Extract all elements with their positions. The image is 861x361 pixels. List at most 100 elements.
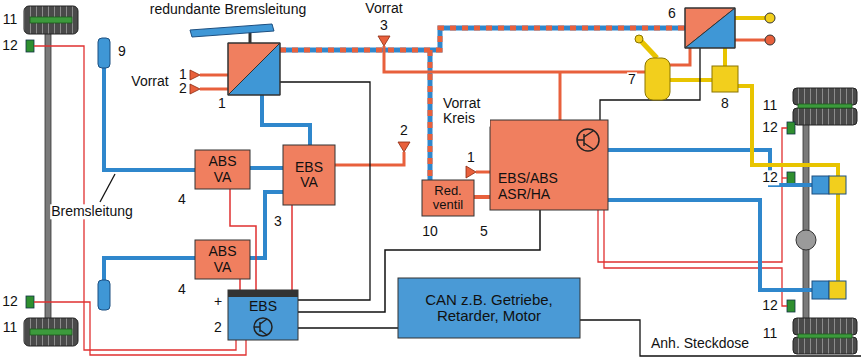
- valve-box: EBS VA: [283, 145, 335, 205]
- redundant-brake-line: [280, 28, 685, 180]
- supply-line: [200, 74, 228, 77]
- brake-valve: [228, 43, 280, 95]
- trailer-control-valve: [765, 13, 775, 23]
- parking-brake-line: [735, 16, 765, 20]
- signal-line: [580, 320, 861, 356]
- brake-valve: [228, 43, 280, 95]
- brake-lining: [30, 17, 72, 23]
- callout-number: 12: [761, 120, 779, 135]
- coupling-line: [735, 39, 765, 42]
- callout-number: 11: [2, 12, 19, 27]
- tire: [793, 318, 857, 335]
- box-text: ABS VA: [203, 154, 243, 185]
- transistor-symbol: [584, 131, 593, 137]
- tire: [24, 6, 78, 34]
- axle: [803, 100, 809, 340]
- brake-chamber: [98, 280, 110, 310]
- box-fill: [195, 150, 250, 189]
- signal-line: [100, 48, 861, 356]
- brake-pedal: [190, 24, 274, 37]
- brake-line: [608, 200, 812, 290]
- brake-line: [250, 192, 283, 258]
- box-fill: [398, 278, 580, 338]
- tire: [793, 337, 857, 354]
- hand-brake-valve: [635, 35, 738, 100]
- brake-lining: [30, 329, 72, 335]
- supply-line: [474, 195, 490, 199]
- callout-number: 11: [762, 98, 779, 113]
- axle: [45, 20, 51, 335]
- brake-pedal: [190, 24, 274, 43]
- wheel-sensor: [787, 300, 795, 312]
- transistor-symbol: [260, 330, 267, 335]
- signal-wire: [239, 279, 241, 290]
- supply-line: [200, 88, 228, 91]
- brake-chamber: [812, 281, 829, 299]
- box-fill: [422, 180, 474, 216]
- redundant-brake-line: [428, 50, 433, 180]
- box-fill: [195, 240, 250, 279]
- wheel-sensor: [26, 40, 795, 312]
- hand-brake-valve: [635, 35, 643, 43]
- box-fill: [283, 145, 335, 205]
- wheel-sensor: [787, 122, 795, 134]
- hand-brake-valve: [641, 41, 657, 58]
- brake-lining: [30, 17, 852, 338]
- callout-number: 1: [466, 150, 476, 165]
- label-text: Vorrat: [364, 1, 403, 16]
- brake-chamber: [812, 176, 829, 194]
- supply-triangle: [398, 142, 410, 152]
- callout-number: 12: [1, 294, 19, 309]
- callout-number: 12: [1, 38, 19, 53]
- wheel-sensor: [26, 40, 34, 52]
- battery-cap: [228, 290, 298, 297]
- transistor-symbol: [260, 319, 267, 324]
- wheel-sensor: [26, 296, 34, 308]
- supply-line: [559, 72, 562, 120]
- tire: [793, 108, 857, 125]
- brake-line: [608, 150, 812, 185]
- brake-lining: [798, 334, 852, 338]
- bus-box: CAN z.B. Getriebe, Retarder, Motor: [398, 278, 580, 338]
- transistor-symbol: [254, 326, 260, 328]
- redundant-brake-line: [280, 28, 685, 50]
- control-unit: EBS: [228, 290, 298, 340]
- trailer-control-valve: [685, 8, 775, 48]
- callout-number: 11: [762, 326, 779, 341]
- brake-lining: [798, 104, 852, 108]
- brake-line: [262, 95, 310, 145]
- brake-chamber: [98, 38, 110, 68]
- callout-number: 10: [421, 224, 439, 239]
- supply-triangle: [378, 36, 390, 46]
- parking-brake-line: [670, 18, 838, 281]
- callout-number: 2: [213, 320, 223, 335]
- brake-valve: [228, 43, 280, 95]
- axle: [45, 20, 816, 340]
- trailer-control-valve: [685, 8, 735, 48]
- supply-line: [670, 48, 690, 65]
- box-text: EBS VA: [289, 160, 329, 191]
- parking-brake-line: [836, 194, 840, 281]
- brake-line: [104, 258, 195, 280]
- label-text: Bremsleitung: [50, 204, 134, 219]
- coupling-line: [735, 39, 765, 42]
- parking-brake-line: [723, 48, 727, 66]
- signal-line: [600, 48, 700, 120]
- tire: [24, 318, 78, 346]
- brake-line: [104, 68, 812, 290]
- axle: [796, 230, 816, 250]
- supply-triangle: [466, 166, 476, 178]
- wheel-sensor: [787, 172, 795, 184]
- box-text: CAN z.B. Getriebe, Retarder, Motor: [414, 292, 564, 325]
- brake-line: [104, 68, 195, 170]
- box-fill: [490, 120, 608, 210]
- brake-chamber: [829, 281, 846, 299]
- brake-valve: [228, 43, 280, 95]
- label-text: Vorrat Kreis: [442, 96, 490, 127]
- supply-triangle: [190, 70, 200, 80]
- brake-chamber: [98, 38, 846, 310]
- redundant-brake-line: [428, 50, 433, 180]
- hand-brake-valve: [645, 58, 670, 100]
- label-text: redundante Bremsleitung: [149, 2, 307, 17]
- supply-triangle: [190, 84, 200, 94]
